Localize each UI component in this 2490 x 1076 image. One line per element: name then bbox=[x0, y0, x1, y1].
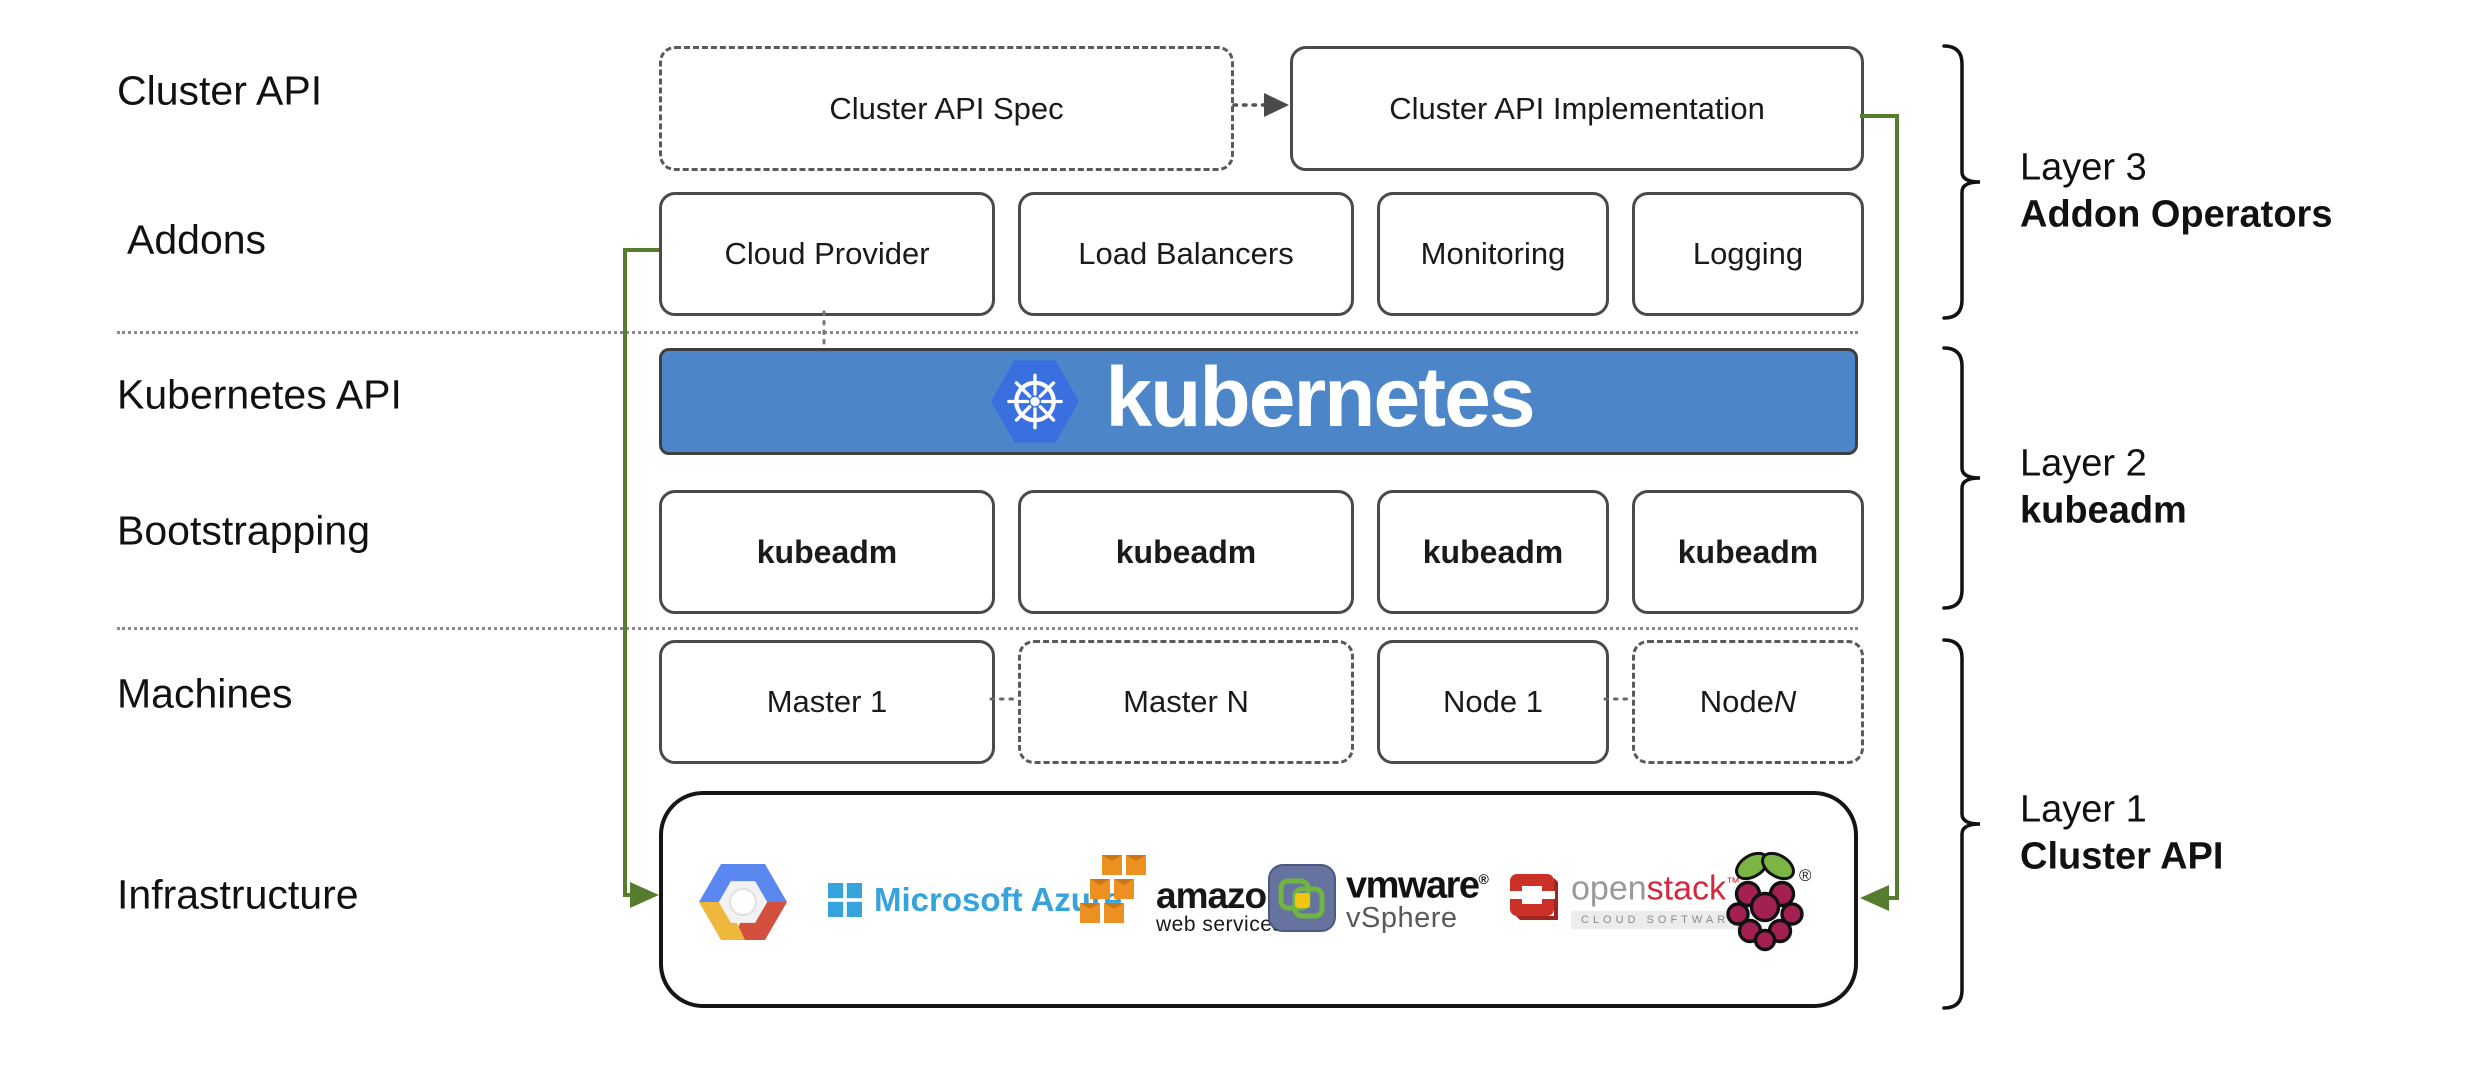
cloud-provider-to-infra-line bbox=[623, 248, 659, 897]
addon-label: Logging bbox=[1692, 236, 1804, 271]
row-label-bootstrapping: Bootstrapping bbox=[117, 507, 371, 554]
kubeadm-box-1: kubeadm bbox=[659, 490, 995, 614]
layer-3-title: Layer 3 bbox=[2020, 146, 2147, 189]
kubeadm-box-4: kubeadm bbox=[1632, 490, 1864, 614]
openstack-logo: openstack™ CLOUD SOFTWARE bbox=[1509, 865, 1751, 930]
layer-3-subtitle: Addon Operators bbox=[2020, 193, 2333, 236]
layer-3-bracket bbox=[1942, 44, 1981, 320]
openstack-stack-label: stack bbox=[1646, 869, 1726, 908]
kubernetes-wheel-icon bbox=[991, 360, 1080, 443]
cluster-api-spec-label: Cluster API Spec bbox=[829, 90, 1064, 126]
openstack-open-label: open bbox=[1571, 869, 1647, 908]
google-cloud-logo bbox=[697, 856, 789, 948]
layer-2-subtitle: kubeadm bbox=[2020, 489, 2187, 532]
openstack-tm-mark: ™ bbox=[1726, 874, 1740, 890]
addon-label: Cloud Provider bbox=[724, 236, 930, 271]
kubeadm-box-2: kubeadm bbox=[1018, 490, 1354, 614]
addon-box-logging: Logging bbox=[1632, 192, 1864, 316]
addon-label: Monitoring bbox=[1420, 236, 1566, 271]
layer-1-subtitle: Cluster API bbox=[2020, 835, 2224, 878]
vmware-registered-mark: ® bbox=[1478, 871, 1489, 887]
separator-line bbox=[117, 331, 1858, 334]
kubeadm-label: kubeadm bbox=[1115, 533, 1257, 570]
row-label-cluster-api: Cluster API bbox=[117, 67, 323, 114]
cluster-api-implementation-box: Cluster API Implementation bbox=[1290, 46, 1864, 171]
infra-right-arrowhead-icon bbox=[1860, 885, 1889, 911]
row-label-kubernetes-api: Kubernetes API bbox=[117, 371, 402, 418]
vmware-icon bbox=[1268, 863, 1336, 932]
layer-1-title: Layer 1 bbox=[2020, 788, 2147, 831]
machine-box-node-1: Node 1 bbox=[1377, 640, 1609, 764]
rpi-registered-mark: ® bbox=[1799, 866, 1811, 885]
windows-flag-icon bbox=[828, 883, 862, 917]
kubeadm-label: kubeadm bbox=[756, 533, 898, 570]
machine-label: Node 1 bbox=[1443, 684, 1543, 719]
machine-label: Node bbox=[1699, 684, 1774, 719]
infra-left-arrowhead-icon bbox=[630, 882, 659, 908]
layer-2-title: Layer 2 bbox=[2020, 442, 2147, 485]
vmware-logo: vmware® vSphere bbox=[1268, 861, 1489, 935]
amazon-label: amazon bbox=[1156, 875, 1289, 916]
kubernetes-banner: kubernetes bbox=[659, 348, 1858, 455]
kubernetes-banner-label: kubernetes bbox=[1105, 350, 1535, 444]
cluster-api-implementation-label: Cluster API Implementation bbox=[1389, 90, 1765, 126]
layer-2-bracket bbox=[1942, 346, 1981, 610]
addon-label: Load Balancers bbox=[1078, 236, 1294, 271]
openstack-sub-label: CLOUD SOFTWARE bbox=[1571, 911, 1751, 930]
addon-box-cloud-provider: Cloud Provider bbox=[659, 192, 995, 316]
layer-1-bracket bbox=[1942, 638, 1981, 1010]
raspberry-pi-icon: ® bbox=[1726, 851, 1811, 952]
row-label-machines: Machines bbox=[117, 670, 293, 717]
impl-to-infra-line bbox=[1860, 114, 1899, 900]
kubeadm-label: kubeadm bbox=[1422, 533, 1564, 570]
infrastructure-box: Microsoft Azure amazon web services bbox=[659, 791, 1858, 1008]
machine-label-n-italic: N bbox=[1773, 684, 1797, 719]
separator-line bbox=[117, 627, 1858, 630]
google-cloud-icon bbox=[699, 864, 787, 940]
machine-box-node-n: Node N bbox=[1632, 640, 1864, 764]
addon-box-load-balancers: Load Balancers bbox=[1018, 192, 1354, 316]
vmware-label: vmware bbox=[1346, 864, 1480, 907]
machine-box-master-1: Master 1 bbox=[659, 640, 995, 764]
aws-boxes-icon bbox=[1080, 855, 1146, 923]
machine-label: Master N bbox=[1123, 684, 1249, 719]
openstack-icon bbox=[1509, 874, 1558, 921]
addon-box-monitoring: Monitoring bbox=[1377, 192, 1609, 316]
aws-logo: amazon web services bbox=[1078, 853, 1289, 939]
row-label-infrastructure: Infrastructure bbox=[117, 871, 359, 918]
machine-label: Master 1 bbox=[766, 684, 888, 719]
machine-box-master-n: Master N bbox=[1018, 640, 1354, 764]
vsphere-label: vSphere bbox=[1346, 901, 1458, 934]
cluster-api-spec-box: Cluster API Spec bbox=[659, 46, 1234, 171]
spec-to-impl-arrowhead-icon bbox=[1264, 93, 1289, 117]
amazon-sub-label: web services bbox=[1156, 913, 1284, 936]
raspberry-pi-logo: ® bbox=[1723, 841, 1811, 953]
kubeadm-label: kubeadm bbox=[1677, 533, 1819, 570]
kubeadm-box-3: kubeadm bbox=[1377, 490, 1609, 614]
row-label-addons: Addons bbox=[127, 216, 267, 263]
